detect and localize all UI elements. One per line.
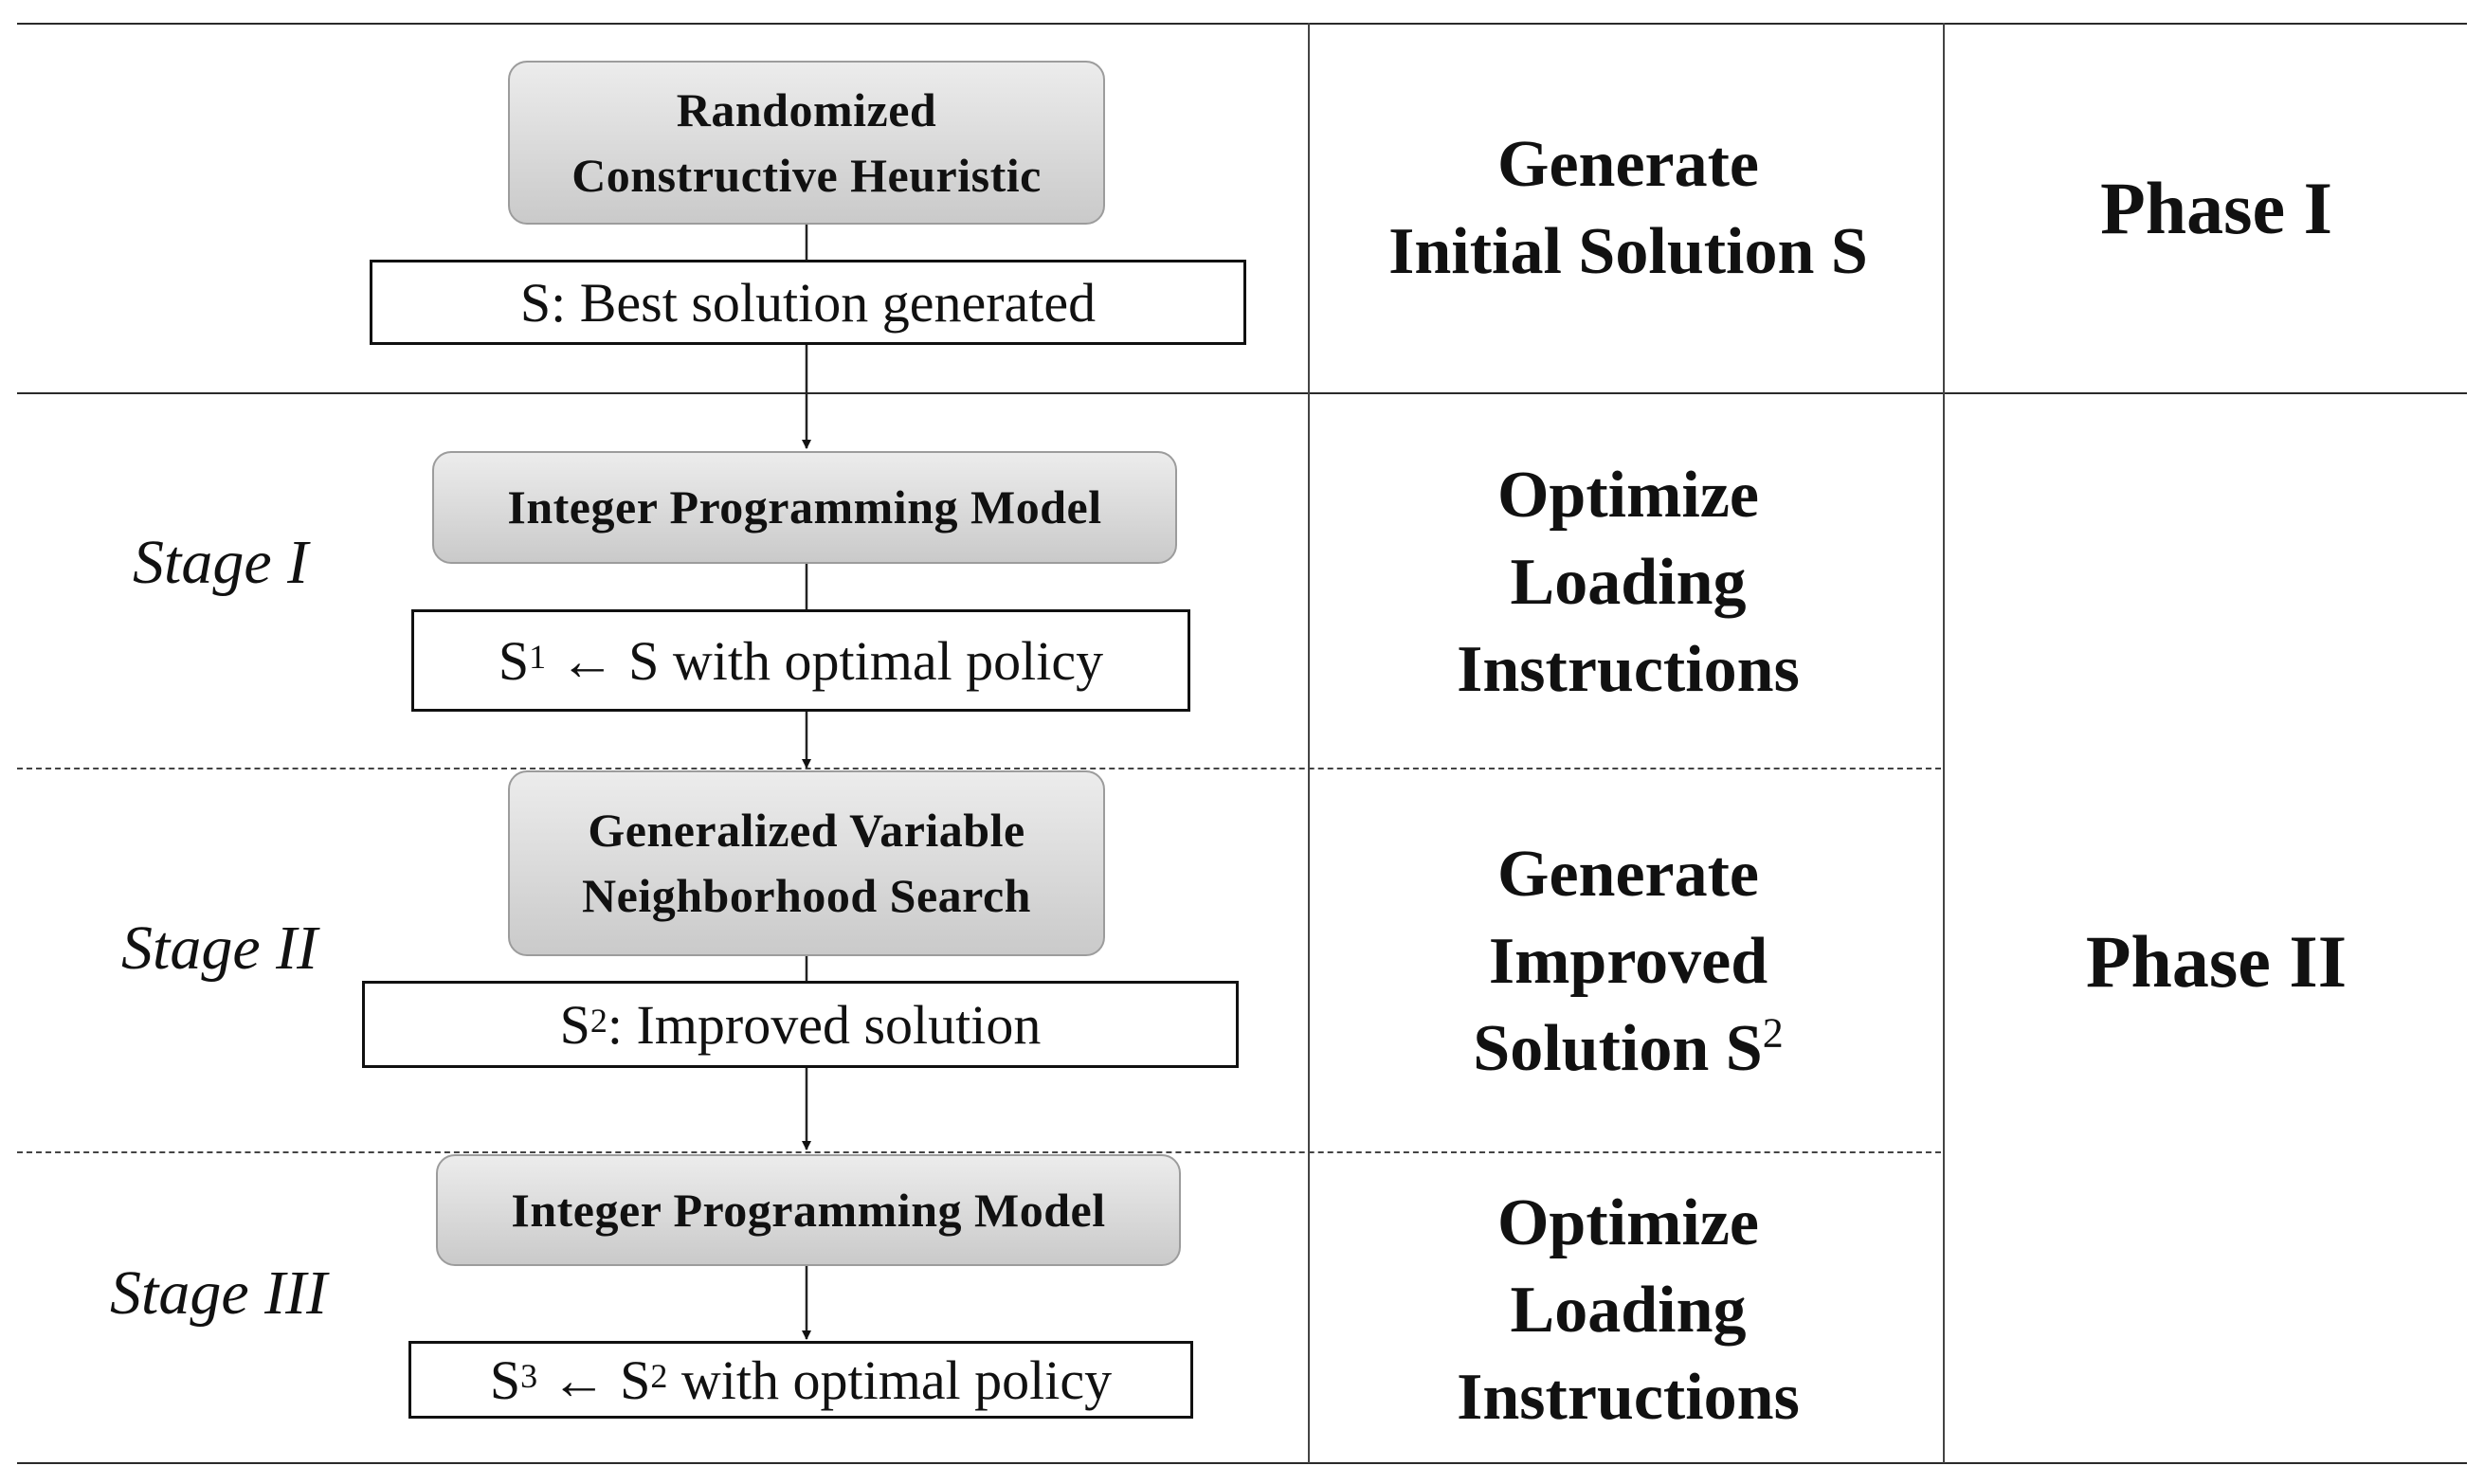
purpose-generate-initial: Generate Initial Solution S bbox=[1311, 104, 1946, 313]
stage-3-text: Stage III bbox=[110, 1258, 328, 1328]
purpose-line: Loading bbox=[1510, 1274, 1747, 1347]
result-base: S bbox=[559, 993, 590, 1056]
purpose-line: Generate bbox=[1497, 838, 1759, 911]
best-solution-box: S: Best solution generated bbox=[370, 260, 1246, 345]
purpose-line: Solution S2 bbox=[1473, 1005, 1783, 1093]
stage-1-label: Stage I bbox=[133, 527, 308, 599]
process-line: Neighborhood Search bbox=[582, 869, 1031, 922]
stage-2-text: Stage II bbox=[121, 914, 318, 983]
process-line: Constructive Heuristic bbox=[571, 148, 1042, 202]
result-rest: with optimal policy bbox=[667, 1348, 1113, 1411]
purpose-solution-text: Solution S bbox=[1473, 1012, 1763, 1085]
purpose-line: Loading bbox=[1510, 546, 1747, 619]
stage-3-label: Stage III bbox=[110, 1258, 327, 1330]
purpose-line: Instructions bbox=[1457, 1361, 1800, 1434]
purpose-line: Improved bbox=[1488, 925, 1768, 998]
table-bottom-border bbox=[17, 1462, 2467, 1464]
column-divider-2 bbox=[1943, 23, 1945, 1463]
process-line: Integer Programming Model bbox=[511, 1183, 1106, 1237]
stage-divider-line-1 bbox=[17, 768, 1941, 769]
purpose-line: Initial Solution S bbox=[1388, 215, 1868, 288]
purpose-optimize-loading-2: Optimize Loading Instructions bbox=[1311, 1173, 1946, 1448]
phase-1-text: Phase I bbox=[2100, 167, 2332, 249]
stage-1-text: Stage I bbox=[133, 528, 309, 597]
result-base: S bbox=[489, 1348, 521, 1411]
process-line: Generalized Variable bbox=[588, 804, 1025, 857]
table-top-border bbox=[17, 23, 2467, 25]
purpose-line: Optimize bbox=[1496, 459, 1760, 532]
phase-2-label: Phase II bbox=[1949, 914, 2484, 1009]
phase-divider-line bbox=[17, 392, 2467, 394]
phase-1-label: Phase I bbox=[1949, 161, 2484, 256]
phase-2-text: Phase II bbox=[2085, 920, 2348, 1003]
purpose-line: Generate bbox=[1497, 128, 1759, 201]
result-rest: ← S with optimal policy bbox=[546, 629, 1104, 692]
randomized-constructive-heuristic-box: Randomized Constructive Heuristic bbox=[508, 61, 1105, 225]
stage-2-label: Stage II bbox=[121, 913, 317, 985]
generalized-vns-box: Generalized Variable Neighborhood Search bbox=[508, 770, 1105, 956]
purpose-generate-improved: Generate Improved Solution S2 bbox=[1311, 824, 1946, 1099]
result-text: S: Best solution generated bbox=[519, 271, 1097, 334]
stage-divider-line-2 bbox=[17, 1151, 1941, 1153]
process-line: Randomized bbox=[676, 82, 937, 136]
purpose-superscript: 2 bbox=[1762, 1009, 1784, 1057]
result-base: S bbox=[498, 629, 530, 692]
purpose-line: Optimize bbox=[1496, 1186, 1760, 1259]
process-line: Integer Programming Model bbox=[507, 480, 1102, 534]
result-mid: ← S bbox=[537, 1348, 651, 1411]
purpose-line: Instructions bbox=[1457, 633, 1800, 706]
integer-programming-model-box-1: Integer Programming Model bbox=[432, 451, 1177, 564]
column-divider-1 bbox=[1308, 23, 1310, 1463]
result-rest: : Improved solution bbox=[607, 993, 1042, 1056]
integer-programming-model-box-2: Integer Programming Model bbox=[436, 1154, 1181, 1266]
purpose-optimize-loading-1: Optimize Loading Instructions bbox=[1311, 445, 1946, 720]
